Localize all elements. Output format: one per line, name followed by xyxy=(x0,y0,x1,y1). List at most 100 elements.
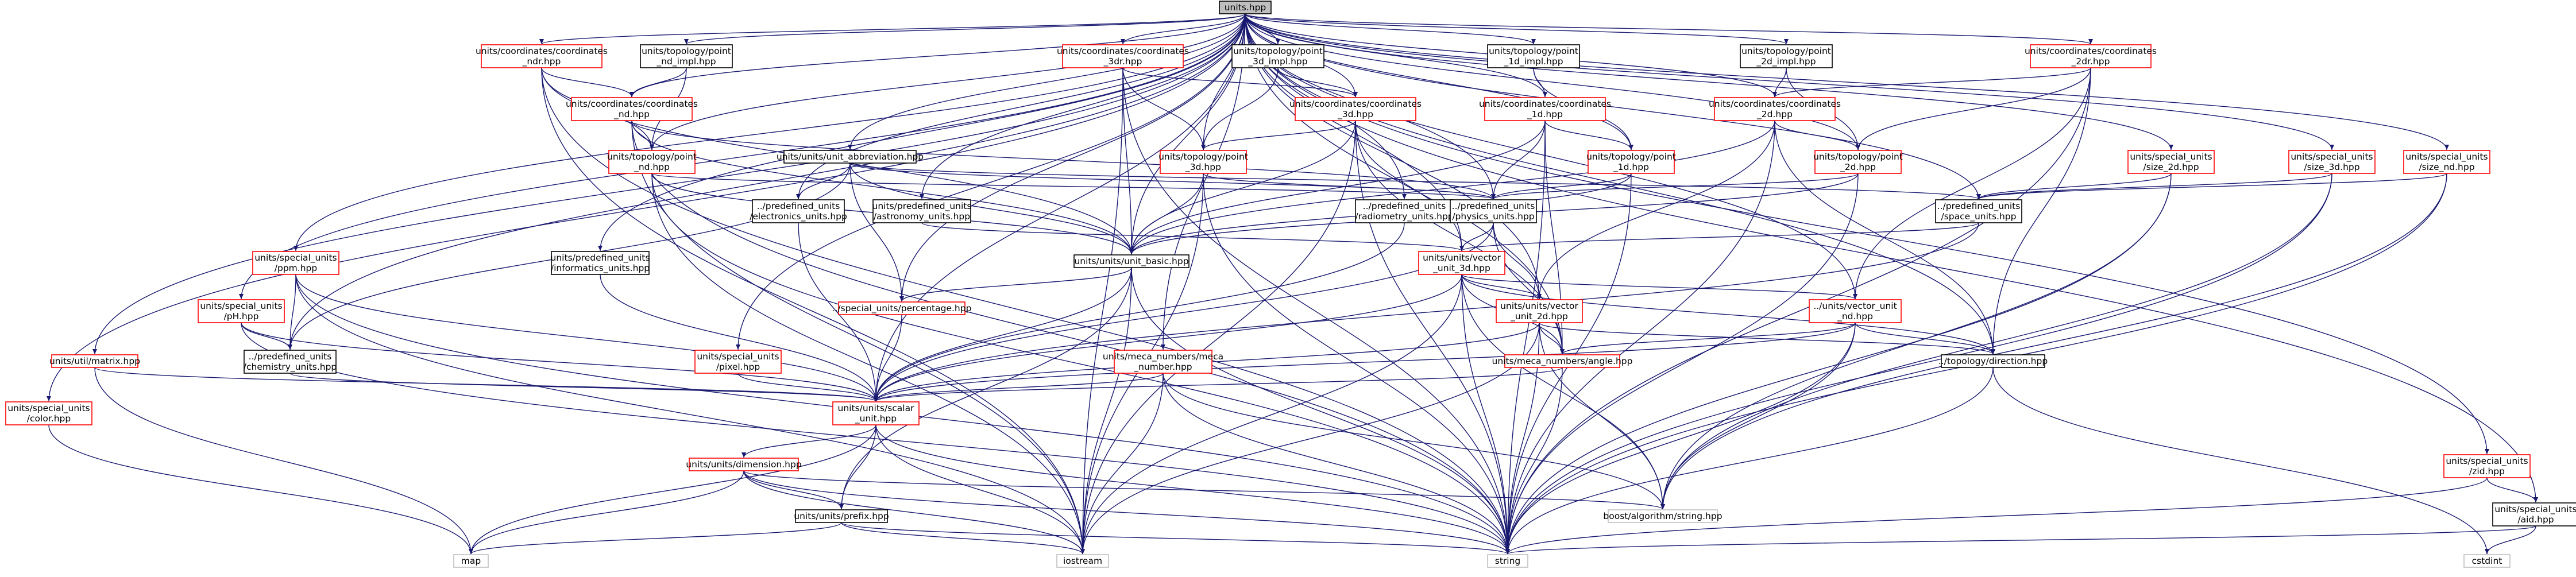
edge-meca_nf-to-iostream xyxy=(1080,373,1164,555)
edge-size_nd-to-space xyxy=(1976,173,2447,200)
node-coord-2d[interactable]: units/coordinates/coordinates_2d.hpp xyxy=(1709,97,1841,121)
node-box xyxy=(1160,150,1247,174)
node-box xyxy=(1935,199,2022,223)
node-label: /informatics_units.hpp xyxy=(551,263,650,274)
edge-vec_3d-to-string xyxy=(1461,274,1510,555)
node-electronics[interactable]: ../predefined_units/electronics_units.hp… xyxy=(750,199,847,223)
node-label: iostream xyxy=(1063,556,1102,566)
node-topo-3d[interactable]: units/topology/point_3d.hpp xyxy=(1158,150,1248,174)
node-box xyxy=(252,251,339,275)
node-topo-3d-impl[interactable]: units/topology/point_3d_impl.hpp xyxy=(1231,44,1324,68)
node-label: /chemistry_units.hpp xyxy=(244,362,337,373)
node-label: units/special_units xyxy=(2494,504,2576,515)
node-label: units/coordinates/coordinates xyxy=(1709,99,1841,109)
edge-unit_basic-to-scalar xyxy=(874,267,1132,402)
node-label: units/units/dimension.hpp xyxy=(686,459,801,470)
node-ph[interactable]: units/special_units/pH.hpp xyxy=(198,299,285,323)
edge-dimension-to-iostream xyxy=(743,470,1085,555)
edge-coord_2d-to-unit_basic xyxy=(1129,120,1775,255)
edge-units_hpp-to-utilmatrix xyxy=(92,13,1246,355)
edge-coord_1d-to-unit_basic xyxy=(1129,120,1546,255)
node-color[interactable]: units/special_units/color.hpp xyxy=(5,401,92,425)
node-box xyxy=(244,350,337,374)
edge-topo_nd-to-string xyxy=(651,173,1510,555)
node-prefix[interactable]: units/units/prefix.hpp xyxy=(794,509,889,523)
edge-coord_3d-to-vec_3d xyxy=(1355,120,1464,251)
node-coord-3d[interactable]: units/coordinates/coordinates_3d.hpp xyxy=(1289,97,1422,121)
edge-percentage-to-scalar xyxy=(874,314,902,402)
node-label: units/special_units xyxy=(7,403,90,414)
node-topo-nd-impl[interactable]: units/topology/point_nd_impl.hpp xyxy=(640,44,733,68)
node-radiometry[interactable]: ../predefined_units/radiometry_units.hpp xyxy=(1355,199,1454,223)
edge-units_hpp-to-coord_3dr xyxy=(1121,13,1246,45)
node-label: units/special_units xyxy=(2130,152,2212,162)
node-vec-nd[interactable]: ../units/vector_unit_nd.hpp xyxy=(1809,299,1902,323)
node-label: units/coordinates/coordinates xyxy=(2025,46,2157,56)
node-coord-1d[interactable]: units/coordinates/coordinates_1d.hpp xyxy=(1479,97,1611,121)
node-coord-nd[interactable]: units/coordinates/coordinates_nd.hpp xyxy=(566,97,698,121)
edge-electronics-to-scalar xyxy=(798,222,878,402)
edge-units_hpp-to-topo_nd_impl xyxy=(684,13,1246,45)
edge-vec_3d-to-vec_nd xyxy=(1461,274,1857,300)
edge-coord_nd-to-string xyxy=(631,120,1510,555)
node-vec-3d[interactable]: units/units/vector_unit_3d.hpp xyxy=(1418,251,1505,275)
edge-vec_nd-to-boost xyxy=(1660,322,1856,510)
node-topo-2d-impl[interactable]: units/topology/point_2d_impl.hpp xyxy=(1740,44,1833,68)
node-informatics[interactable]: units/predefined_units/informatics_units… xyxy=(551,251,650,275)
dependency-edges xyxy=(47,13,2538,555)
node-coord-ndr[interactable]: units/coordinates/coordinates_ndr.hpp xyxy=(476,44,608,68)
node-label: ../units/vector_unit xyxy=(1813,301,1897,312)
node-scalar[interactable]: units/units/scalar_unit.hpp xyxy=(832,401,920,425)
node-chemistry[interactable]: ../predefined_units/chemistry_units.hpp xyxy=(244,350,337,374)
node-label: units/predefined_units xyxy=(872,201,972,212)
edge-unit_basic-to-iostream xyxy=(1080,267,1132,555)
edge-meca_nf-to-scalar xyxy=(874,373,1164,402)
node-label: units/topology/point xyxy=(1813,152,1903,162)
node-label: units/units/unit_basic.hpp xyxy=(1074,256,1188,267)
node-unit-basic[interactable]: units/units/unit_basic.hpp xyxy=(1073,254,1189,268)
node-coord-3dr[interactable]: units/coordinates/coordinates_3dr.hpp xyxy=(1057,44,1189,68)
node-label: _3dr.hpp xyxy=(1103,56,1142,67)
node-coord-2dr[interactable]: units/coordinates/coordinates_2dr.hpp xyxy=(2025,44,2157,68)
node-size-3d[interactable]: units/special_units/size_3d.hpp xyxy=(2288,150,2376,174)
node-utilmatrix[interactable]: units/util/matrix.hpp xyxy=(49,354,140,368)
node-topo-1d[interactable]: units/topology/point_1d.hpp xyxy=(1586,150,1676,174)
node-box xyxy=(795,509,888,523)
node-label: cstdint xyxy=(2472,556,2502,566)
edge-unit_basic-to-percentage xyxy=(899,267,1132,302)
node-size-2d[interactable]: units/special_units/size_2d.hpp xyxy=(2127,150,2215,174)
node-topo-nd[interactable]: units/topology/point_nd.hpp xyxy=(607,150,697,174)
node-label: _3d.hpp xyxy=(1337,109,1373,120)
edge-topo_1d-to-physics xyxy=(1491,173,1632,200)
node-units-hpp[interactable]: units.hpp xyxy=(1219,1,1272,14)
node-label: _2d.hpp xyxy=(1756,109,1793,120)
node-aid[interactable]: units/special_units/aid.hpp xyxy=(2492,502,2576,526)
node-ppm[interactable]: units/special_units/ppm.hpp xyxy=(252,251,339,275)
node-direction[interactable]: ../topology/direction.hpp xyxy=(1938,354,2048,368)
edge-aid-to-cstdint xyxy=(2485,525,2536,555)
edge-topo_2d_impl-to-coord_2d xyxy=(1772,67,1787,98)
node-topo-1d-impl[interactable]: units/topology/point_1d_impl.hpp xyxy=(1487,44,1580,68)
node-size-nd[interactable]: units/special_units/size_nd.hpp xyxy=(2403,150,2490,174)
node-vec-2d[interactable]: units/units/vector_unit_2d.hpp xyxy=(1496,299,1583,323)
node-box xyxy=(752,199,845,223)
node-pixel[interactable]: units/special_units/pixel.hpp xyxy=(694,350,782,374)
node-label: map xyxy=(461,556,481,566)
node-zid[interactable]: units/special_units/zid.hpp xyxy=(2443,454,2531,478)
node-label: units/predefined_units xyxy=(551,253,650,264)
node-box xyxy=(1496,299,1583,323)
node-meca-angle[interactable]: units/meca_numbers/angle.hpp xyxy=(1492,354,1633,368)
node-percentage[interactable]: ../special_units/percentage.hpp xyxy=(832,301,972,315)
node-physics[interactable]: ../predefined_units/physics_units.hpp xyxy=(1450,199,1537,223)
node-astronomy[interactable]: units/predefined_units/astronomy_units.h… xyxy=(872,199,972,223)
node-label: ../predefined_units xyxy=(1452,201,1535,212)
node-box xyxy=(1941,354,2045,368)
node-label: units/util/matrix.hpp xyxy=(49,356,140,366)
node-meca-nf[interactable]: units/meca_numbers/meca_number.hpp xyxy=(1103,350,1223,374)
node-topo-2d[interactable]: units/topology/point_2d.hpp xyxy=(1813,150,1903,174)
node-space[interactable]: ../predefined_units/space_units.hpp xyxy=(1935,199,2022,223)
edge-vec_3d-to-direction xyxy=(1461,274,1995,355)
node-unit-abbrev[interactable]: units/units/unit_abbreviation.hpp xyxy=(777,150,924,164)
node-box xyxy=(2443,454,2531,478)
node-dimension[interactable]: units/units/dimension.hpp xyxy=(686,458,802,471)
